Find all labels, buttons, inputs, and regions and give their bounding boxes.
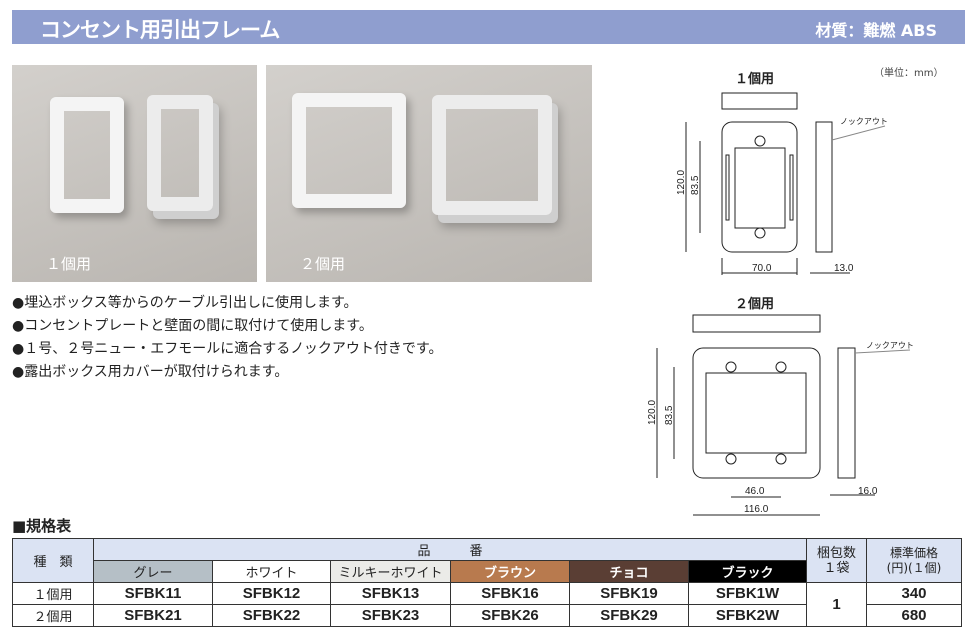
photo-single: １個用 <box>12 65 257 282</box>
part-number: SFBK11 <box>93 582 213 605</box>
header-price: 標準価格 (円)(１個) <box>866 538 963 583</box>
color-header: グレー <box>93 560 213 583</box>
price: 340 <box>866 582 963 605</box>
frame-front <box>292 93 406 208</box>
dim-height: 120.0 <box>647 400 658 425</box>
header-pack: 梱包数 １袋 <box>806 538 868 583</box>
feature-item: ●コンセントプレートと壁面の間に取付けて使用します。 <box>12 318 373 334</box>
frame-angled <box>147 95 213 211</box>
part-number: SFBK23 <box>330 604 451 627</box>
dim-height: 120.0 <box>676 170 687 195</box>
color-header: ブラウン <box>450 560 570 583</box>
part-number: SFBK21 <box>93 604 213 627</box>
feature-list: ●埋込ボックス等からのケーブル引出しに使用します。 ●コンセントプレートと壁面の… <box>12 292 443 384</box>
drawing-title-single: １個用 <box>735 72 775 87</box>
color-header: ブラック <box>687 560 808 583</box>
row-type: ２個用 <box>12 604 94 627</box>
drawing-title-double: ２個用 <box>735 297 775 312</box>
feature-item: ●埋込ボックス等からのケーブル引出しに使用します。 <box>12 295 358 311</box>
photo-caption: ２個用 <box>300 255 346 273</box>
photo-caption: １個用 <box>46 255 92 273</box>
photo-double: ２個用 <box>266 65 592 282</box>
header-part: 品 番 <box>92 538 808 561</box>
color-header: ミルキーホワイト <box>330 560 451 583</box>
dim-depth: 16.0 <box>858 486 878 497</box>
knockout-label: ノックアウト <box>840 117 888 126</box>
dim-pitch: 83.5 <box>690 175 701 195</box>
title-bar: コンセント用引出フレーム 材質：難燃 ABS <box>12 10 965 44</box>
page-title: コンセント用引出フレーム <box>40 18 280 42</box>
header-type: 種 類 <box>12 538 94 583</box>
unit-note: （単位：mm） <box>874 68 944 79</box>
feature-item: ●１号、２号ニュー・エフモールに適合するノックアウト付きです。 <box>12 341 443 357</box>
pack-qty: 1 <box>806 582 868 627</box>
part-number: SFBK12 <box>212 582 331 605</box>
color-header: ホワイト <box>212 560 331 583</box>
dim-depth: 13.0 <box>834 263 854 274</box>
row-type: １個用 <box>12 582 94 605</box>
part-number: SFBK26 <box>450 604 570 627</box>
frame-angled <box>432 95 552 215</box>
part-number: SFBK1W <box>687 582 808 605</box>
part-number: SFBK13 <box>330 582 451 605</box>
dim-spacing: 46.0 <box>745 486 765 497</box>
part-number: SFBK16 <box>450 582 570 605</box>
part-number: SFBK19 <box>569 582 689 605</box>
part-number: SFBK22 <box>212 604 331 627</box>
drawing-single: 70.0 13.0 ノックアウト 120.0 83.5 <box>676 92 888 275</box>
feature-item: ●露出ボックス用カバーが取付けられます。 <box>12 364 289 380</box>
dim-width: 116.0 <box>744 504 769 515</box>
price: 680 <box>866 604 963 627</box>
part-number: SFBK2W <box>687 604 808 627</box>
dim-pitch: 83.5 <box>664 405 675 425</box>
material-label: 材質：難燃 ABS <box>815 21 937 40</box>
color-header: チョコ <box>569 560 689 583</box>
spec-table: 種 類 品 番 梱包数 １袋 標準価格 (円)(１個) グレーホワイトミルキーホ… <box>12 538 963 627</box>
part-number: SFBK29 <box>569 604 689 627</box>
frame-front <box>50 97 124 213</box>
dim-width: 70.0 <box>752 263 772 274</box>
drawing-double: 46.0 116.0 16.0 ノックアウト 120.0 83.5 <box>647 314 914 516</box>
knockout-label: ノックアウト <box>866 341 914 350</box>
spec-title: ■規格表 <box>12 517 72 535</box>
